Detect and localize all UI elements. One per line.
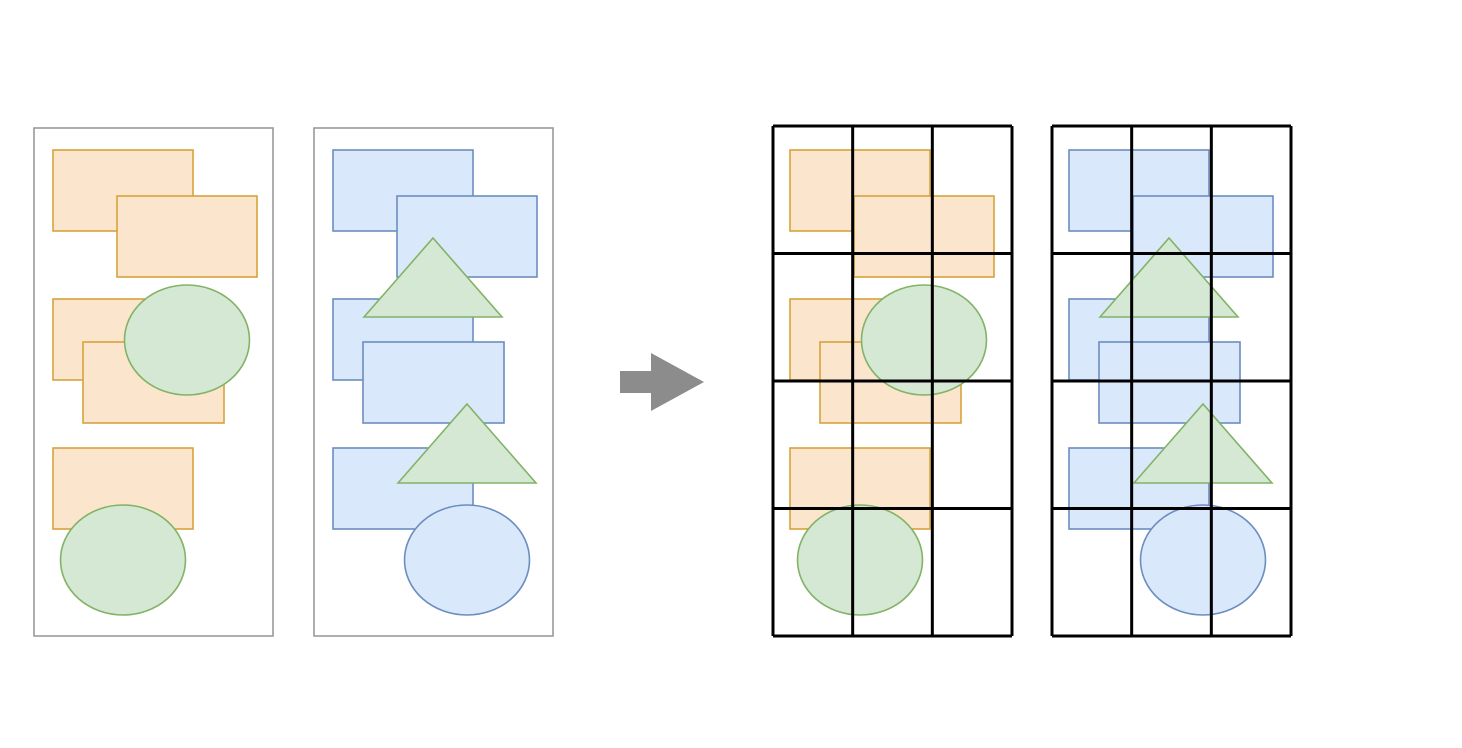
green-ellipse (59, 504, 187, 616)
green-triangle (396, 402, 538, 484)
orange-scene-panel (33, 127, 274, 637)
orange-scene-gridded-panel (771, 124, 1014, 638)
blue-scene-gridded-panel (1050, 124, 1293, 638)
right-arrow-icon (620, 353, 704, 411)
blue-rectangle (362, 341, 505, 424)
orange-rectangle (853, 195, 995, 278)
green-triangle (362, 236, 504, 318)
green-ellipse (796, 504, 924, 616)
orange-rectangle (789, 447, 931, 530)
green-ellipse (860, 284, 988, 396)
green-triangle (1132, 402, 1274, 484)
green-ellipse (123, 284, 251, 396)
orange-rectangle (116, 195, 258, 278)
blue-ellipse (1139, 504, 1267, 616)
blue-scene-panel (313, 127, 554, 637)
green-triangle (1098, 236, 1240, 318)
blue-ellipse (403, 504, 531, 616)
